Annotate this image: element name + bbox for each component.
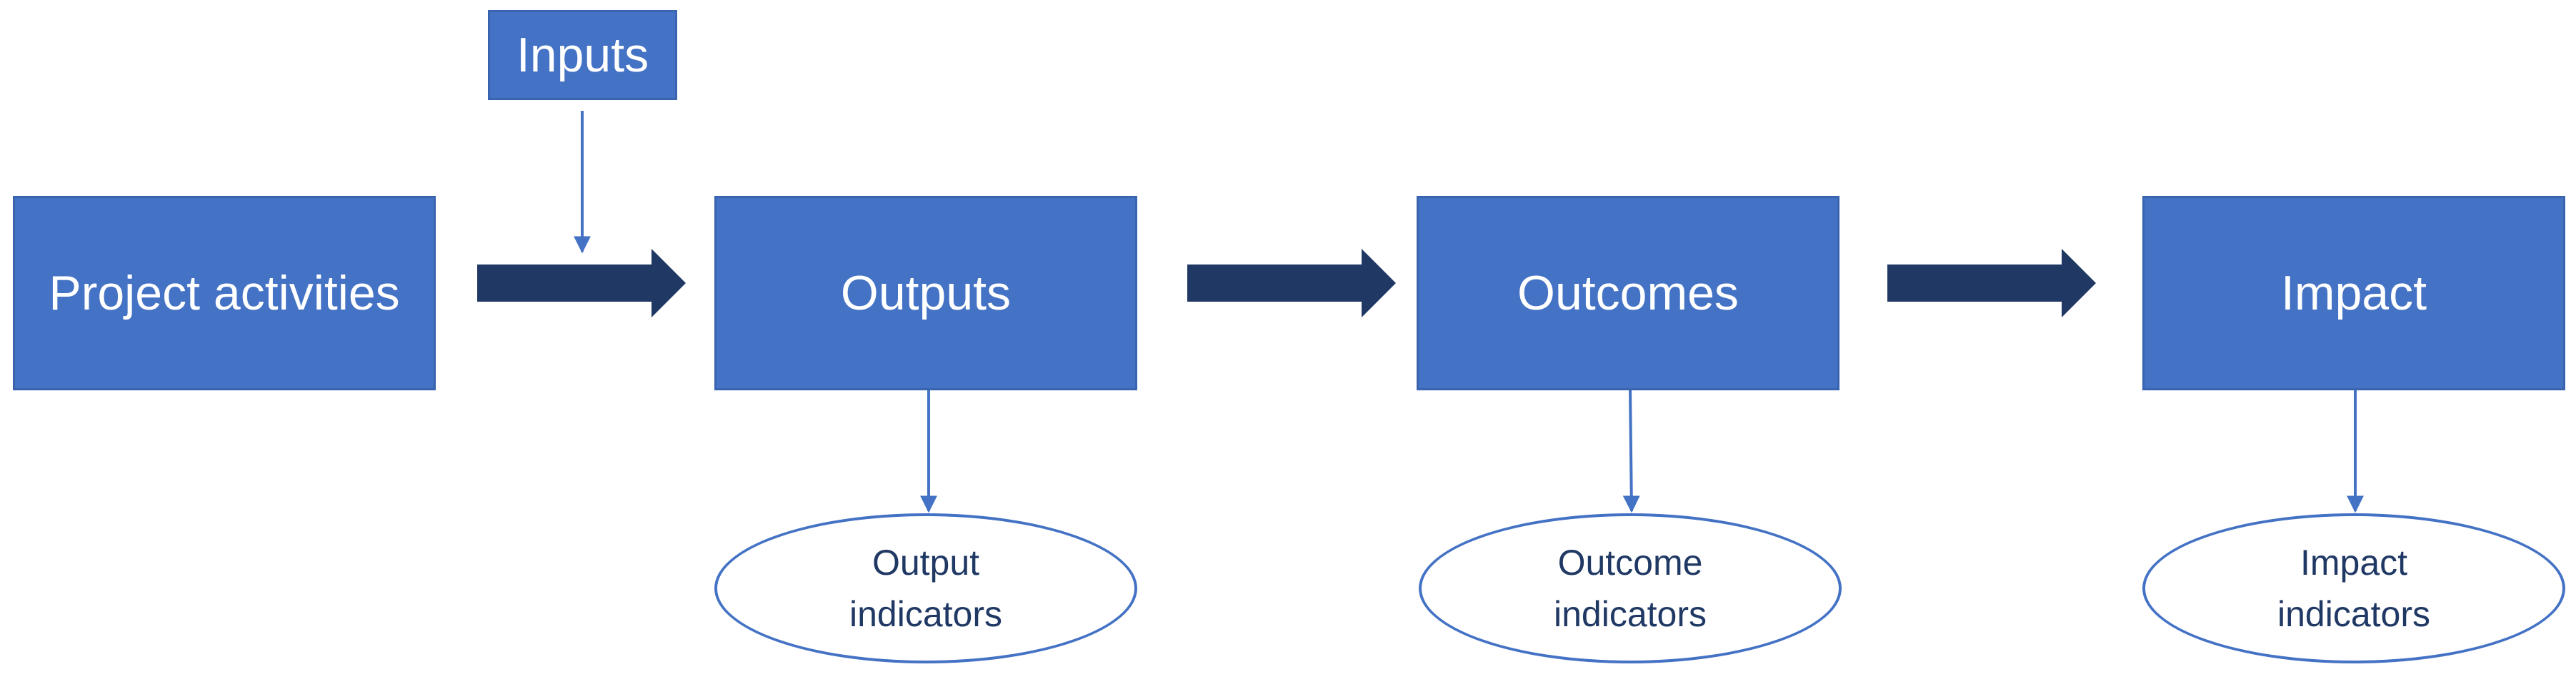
project-activities-box: Project activities [13, 196, 436, 390]
inputs-box: Inputs [488, 10, 677, 100]
output-indicators-ellipse: Output indicators [714, 513, 1137, 663]
project-activities-label: Project activities [49, 265, 400, 320]
output-indicators-label: Output indicators [849, 542, 1002, 635]
flow-arrow-outcomes-to-impact [1887, 249, 2096, 317]
impact-label: Impact [2280, 265, 2427, 320]
outcomes-box: Outcomes [1417, 196, 1839, 390]
inputs-label: Inputs [516, 27, 649, 82]
outputs-box: Outputs [714, 196, 1137, 390]
flow-arrow-activities-to-outputs [477, 249, 686, 317]
outcomes-indicator-connector [1622, 390, 1640, 513]
outcomes-label: Outcomes [1517, 265, 1739, 320]
impact-indicators-ellipse: Impact indicators [2142, 513, 2565, 663]
impact-indicators-label: Impact indicators [2277, 542, 2430, 635]
impact-box: Impact [2142, 196, 2565, 390]
flow-arrow-outputs-to-outcomes [1187, 249, 1396, 317]
outcome-indicators-label: Outcome indicators [1554, 542, 1707, 635]
outputs-label: Outputs [840, 265, 1012, 320]
outcome-indicators-ellipse: Outcome indicators [1419, 513, 1842, 663]
